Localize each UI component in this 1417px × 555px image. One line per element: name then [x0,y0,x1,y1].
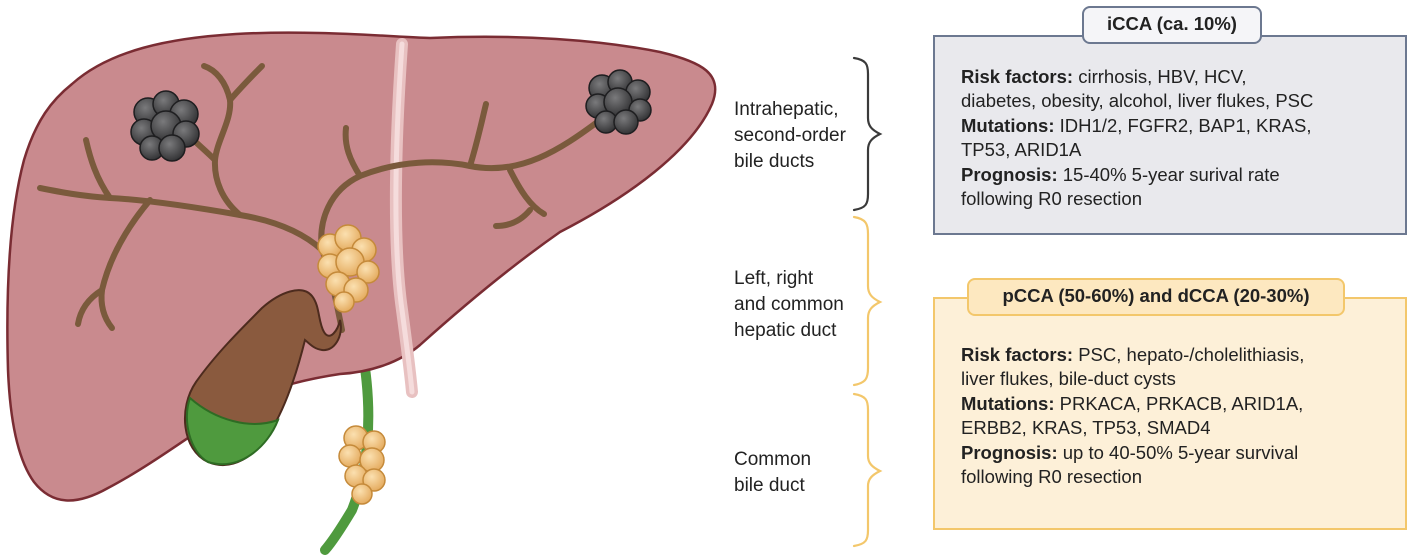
pdcca-risk-factors: Risk factors: PSC, hepato-/cholelithiasi… [961,344,1305,365]
icca-info-box: Risk factors: cirrhosis, HBV, HCV, diabe… [933,35,1407,235]
icca-prognosis-cont: following R0 resection [961,188,1142,210]
icca-prognosis: Prognosis: 15-40% 5-year surival rate [961,163,1280,185]
pdcca-info-box: Risk factors: PSC, hepato-/cholelithiasi… [933,297,1407,530]
icca-risk-factors: Risk factors: cirrhosis, HBV, HCV, [961,66,1247,87]
label-hepatic-duct: Left, right and common hepatic duct [734,268,844,341]
pdcca-prognosis-cont: following R0 resection [961,466,1142,488]
icca-mutations-cont: TP53, ARID1A [961,139,1082,161]
icca-title: iCCA (ca. 10%) [1082,6,1262,44]
label-intrahepatic: Intrahepatic, second-order bile ducts [734,99,846,172]
pdcca-prognosis: Prognosis: up to 40-50% 5-year survival [961,441,1299,463]
icca-mutations: Mutations: IDH1/2, FGFR2, BAP1, KRAS, [961,114,1312,136]
intrahepatic-tumor-left [130,90,200,162]
pdcca-risk-factors-cont: liver flukes, bile-duct cysts [961,368,1176,390]
intrahepatic-brace [852,56,883,212]
pdcca-title: pCCA (50-60%) and dCCA (20-30%) [967,278,1345,316]
label-common-bile-duct: Common bile duct [734,449,812,496]
pdcca-mutations: Mutations: PRKACA, PRKACB, ARID1A, [961,392,1304,414]
liver-illustration [6,31,883,555]
icca-risk-factors-cont: diabetes, obesity, alcohol, liver flukes… [961,90,1314,112]
pdcca-mutations-cont: ERBB2, KRAS, TP53, SMAD4 [961,417,1211,439]
perihilar-tumor [317,224,380,313]
hepatic-duct-brace [852,215,883,387]
distal-tumor [338,425,386,505]
intrahepatic-tumor-right [585,69,652,135]
common-bile-duct-brace [852,392,883,548]
